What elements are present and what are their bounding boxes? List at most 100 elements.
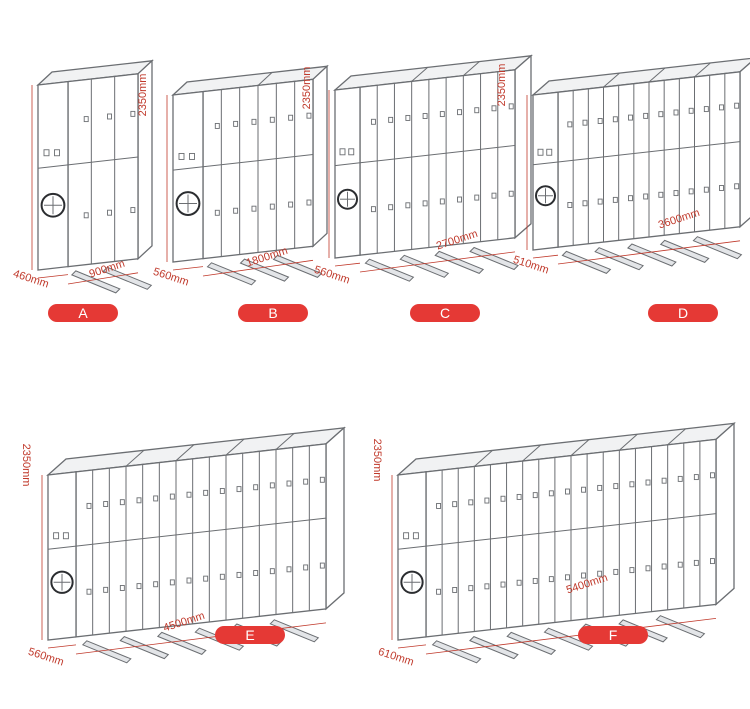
door-lock-icon xyxy=(269,482,275,489)
top-section-seam xyxy=(125,449,145,467)
control-button-icon xyxy=(62,532,69,540)
floor-rail xyxy=(434,250,485,274)
cabinet-doors-face xyxy=(75,443,327,638)
floor-rails xyxy=(561,236,743,274)
depth-dimension-line xyxy=(334,262,361,267)
control-button-icon xyxy=(43,149,50,157)
door-lock-icon xyxy=(286,566,292,573)
floor-rail xyxy=(399,254,450,278)
depth-dimension-label: 460mm xyxy=(12,268,51,291)
door-lock-icon xyxy=(628,195,633,202)
door-lock-icon xyxy=(645,479,651,486)
door-lock-icon xyxy=(405,202,411,209)
height-dimension-label: 2350mm xyxy=(137,74,149,117)
floor-rails xyxy=(431,615,706,664)
control-button-icon xyxy=(546,148,553,156)
cabinet-end-panel xyxy=(397,471,427,641)
door-lock-icon xyxy=(422,113,428,119)
door-lock-icon xyxy=(661,563,667,570)
door-lock-icon xyxy=(581,572,587,579)
top-section-seam xyxy=(619,433,638,451)
model-label-text: B xyxy=(268,305,277,321)
door-lock-icon xyxy=(612,196,618,203)
door-lock-icon xyxy=(233,207,239,214)
door-lock-icon xyxy=(130,110,136,117)
door-lock-icon xyxy=(103,586,109,593)
door-lock-icon xyxy=(673,109,679,116)
door-lock-icon xyxy=(136,497,142,504)
model-label-text: E xyxy=(245,627,254,643)
height-dimension-label: 2350mm xyxy=(301,67,313,110)
door-lock-icon xyxy=(491,105,497,112)
control-button-icon xyxy=(403,532,410,540)
top-section-seam xyxy=(694,62,711,78)
door-lock-icon xyxy=(169,493,175,500)
door-lock-icon xyxy=(303,564,309,571)
floor-rail xyxy=(239,258,290,282)
door-lock-icon xyxy=(703,106,709,113)
door-lock-icon xyxy=(474,194,480,201)
door-lock-icon xyxy=(107,113,112,120)
width-dimension-line xyxy=(67,272,139,285)
door-lock-icon xyxy=(251,118,257,125)
door-lock-icon xyxy=(436,503,442,509)
floor-rail xyxy=(119,636,170,660)
end-panel-divider-line xyxy=(37,164,69,169)
control-button-icon xyxy=(54,149,60,157)
door-lock-icon xyxy=(693,474,699,481)
door-lock-icon xyxy=(214,209,220,216)
control-button-icon xyxy=(178,152,185,160)
cabinet-end-panel xyxy=(172,90,204,263)
floor-rail xyxy=(156,631,207,655)
door-lock-icon xyxy=(236,571,242,578)
door-lock-icon xyxy=(565,488,570,495)
door-lock-icon xyxy=(457,196,462,203)
door-lock-icon xyxy=(613,568,619,575)
model-label-pill xyxy=(238,304,308,322)
door-lock-icon xyxy=(581,486,587,493)
door-lock-icon xyxy=(219,488,225,494)
cabinet-side-panel xyxy=(312,64,328,248)
width-dimension-line xyxy=(425,617,717,655)
top-section-seam xyxy=(275,433,295,450)
top-section-seam xyxy=(463,61,480,77)
shelf-divider-line xyxy=(75,517,327,547)
shelf-divider-line xyxy=(67,156,139,166)
door-lock-icon xyxy=(673,190,679,197)
cabinet-doors-face xyxy=(67,73,139,268)
door-lock-icon xyxy=(508,190,514,197)
floor-rail xyxy=(561,250,612,274)
door-lock-icon xyxy=(214,122,220,129)
control-button-icon xyxy=(412,532,419,540)
floor-rail xyxy=(269,619,320,643)
end-panel-divider-line xyxy=(532,161,559,166)
door-lock-icon xyxy=(288,201,294,208)
door-lock-icon xyxy=(203,575,209,582)
cabinet-end-panel xyxy=(47,471,77,641)
depth-dimension-label: 610mm xyxy=(377,646,416,669)
door-lock-icon xyxy=(303,478,309,485)
door-lock-icon xyxy=(452,587,458,593)
floor-rail xyxy=(655,615,706,639)
door-lock-icon xyxy=(107,209,112,216)
door-lock-icon xyxy=(269,203,275,210)
door-lock-icon xyxy=(251,205,257,212)
cabinet-unit-A: 2350mm460mm900mmA xyxy=(12,59,154,322)
door-lock-icon xyxy=(405,114,411,121)
depth-dimension-line xyxy=(37,274,69,279)
door-lock-icon xyxy=(597,198,603,205)
door-lock-icon xyxy=(269,568,275,575)
depth-dimension-line xyxy=(47,644,77,649)
floor-rail xyxy=(364,258,415,282)
depth-dimension-label: 510mm xyxy=(512,254,551,277)
door-lock-icon xyxy=(186,491,192,498)
door-lock-icon xyxy=(253,484,259,491)
door-lock-icon xyxy=(253,570,259,576)
floor-rail xyxy=(469,246,519,271)
end-panel-divider-line xyxy=(47,545,77,550)
door-lock-icon xyxy=(719,104,724,111)
door-lock-icon xyxy=(370,118,376,125)
